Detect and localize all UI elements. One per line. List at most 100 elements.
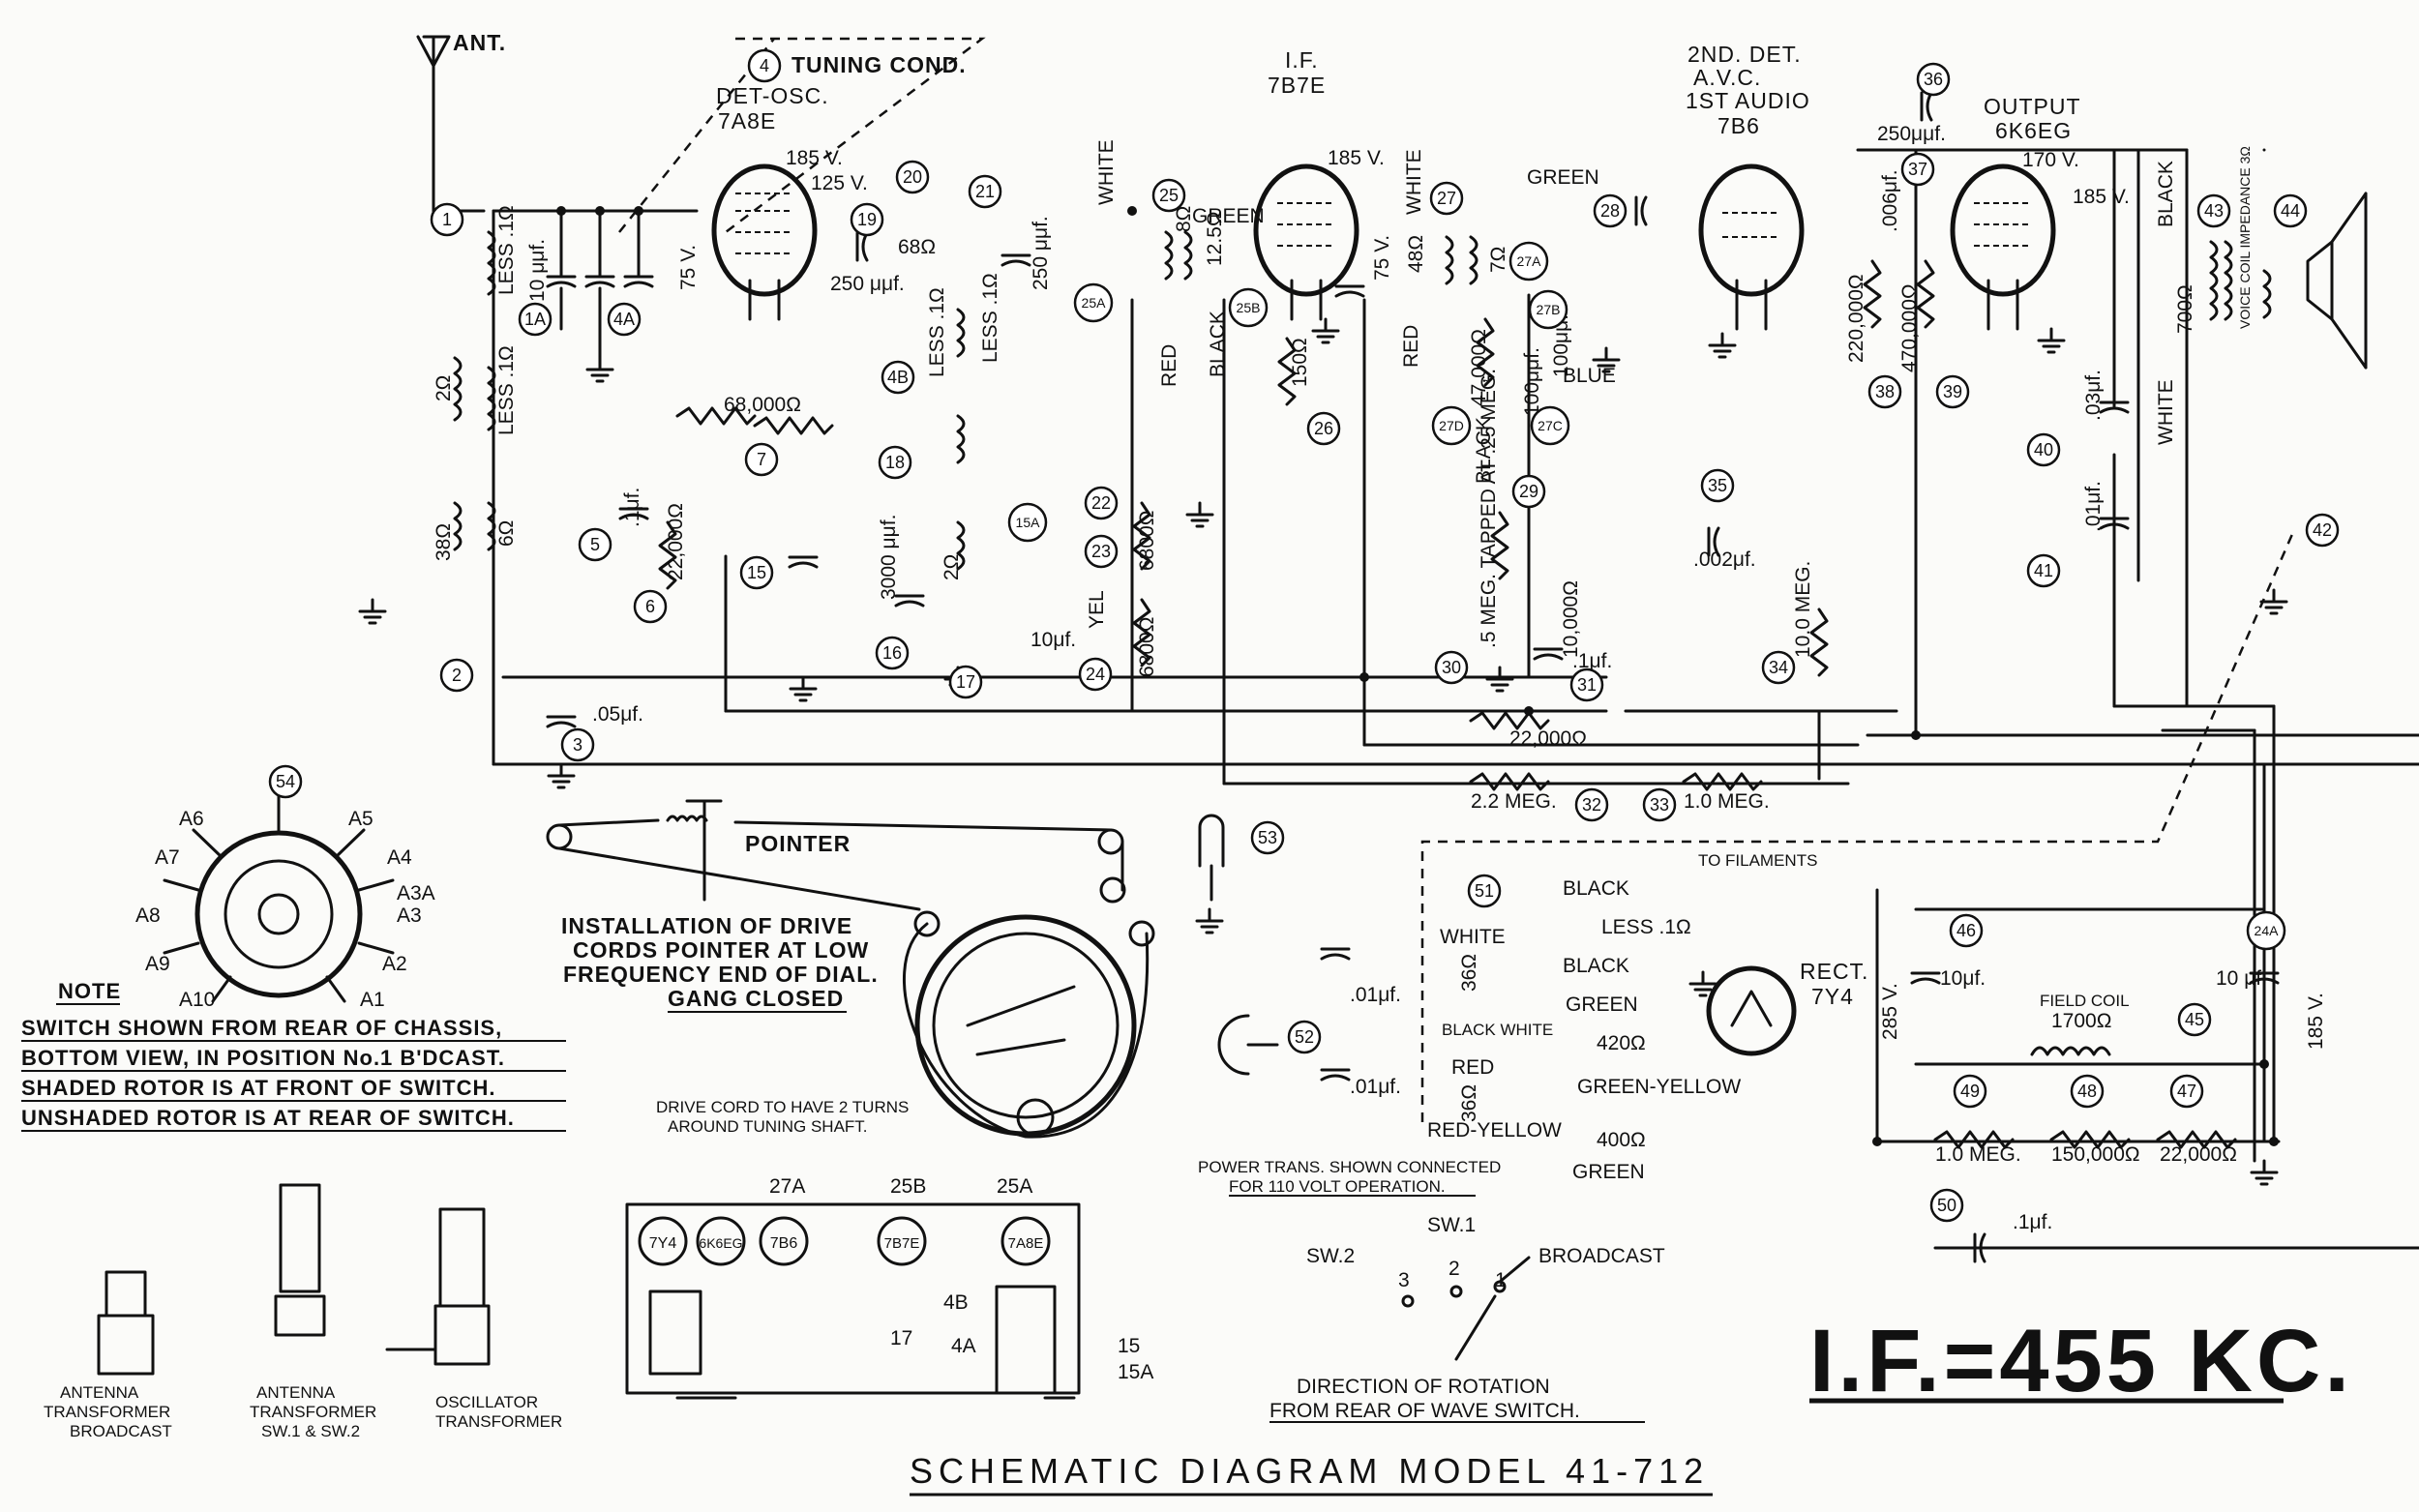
value-label: 68,000Ω [724, 394, 801, 416]
ref-marker: 52 [1287, 1020, 1322, 1054]
ref-number: 48 [2077, 1082, 2097, 1101]
ref-marker: 54 [268, 764, 303, 799]
ref-marker: 15A [1007, 502, 1048, 543]
ref-number: 21 [975, 182, 995, 201]
ref-number: 5 [590, 535, 600, 554]
ref-number: 4A [613, 310, 635, 329]
wire-color: GREEN [1527, 166, 1599, 189]
ref-marker: 16 [875, 636, 910, 670]
ref-number: 32 [1582, 795, 1601, 815]
note-line: BOTTOM VIEW, IN POSITION No.1 B'DCAST. [21, 1046, 505, 1070]
pw-value: 10μf. [1940, 967, 1986, 990]
voltage-label: 285 V. [1879, 983, 1901, 1040]
value-label: 48Ω [1405, 235, 1427, 273]
voltage-label: 185 V. [1328, 147, 1385, 169]
chassis-label: 15A [1118, 1361, 1153, 1383]
part-caption: TRANSFORMER [250, 1403, 376, 1421]
pw-value: .01μf. [1350, 1076, 1401, 1098]
ref-marker: 51 [1467, 874, 1502, 908]
value-label: 1.0 MEG. [1684, 790, 1770, 813]
pw-value: LESS .1Ω [1601, 916, 1691, 938]
value-label: 2Ω [941, 554, 963, 580]
part-caption: BROADCAST [70, 1422, 172, 1440]
switch-pos: A4 [387, 846, 412, 869]
cord-line: AROUND TUNING SHAFT. [668, 1117, 868, 1136]
install-line: FREQUENCY END OF DIAL. [563, 962, 879, 987]
voltage-label: 125 V. [811, 172, 868, 194]
tuning-capacitors [546, 209, 654, 383]
ref-number: 37 [1908, 160, 1927, 179]
ref-number: 43 [2204, 201, 2224, 221]
power-plug [1217, 1014, 1279, 1076]
diagram-title: SCHEMATIC DIAGRAM MODEL 41-712 [910, 1451, 1709, 1491]
install-line: CORDS POINTER AT LOW [573, 937, 869, 963]
install-line: GANG CLOSED [668, 986, 844, 1011]
ref-number: 40 [2034, 440, 2053, 460]
value-label: 47,000Ω [1468, 329, 1490, 406]
value-label: 22,000Ω [665, 503, 687, 580]
cord-line: DRIVE CORD TO HAVE 2 TURNS [656, 1098, 909, 1116]
ref-marker: 53 [1250, 820, 1285, 855]
ref-number: 51 [1475, 881, 1494, 901]
ws-label: BROADCAST [1538, 1245, 1665, 1267]
ref-number: 27A [1517, 253, 1542, 269]
ref-number: 54 [276, 772, 295, 791]
wire-color: BLACK [1207, 311, 1229, 377]
ws-caption: FROM REAR OF WAVE SWITCH. [1269, 1400, 1580, 1422]
wire-color-labels: WHITE GREEN RED BLACK WHITE RED GREEN BL… [1095, 139, 2177, 484]
ref-number: 49 [1960, 1082, 1980, 1101]
switch-pos: A10 [179, 989, 215, 1011]
switch-pos: A9 [145, 953, 170, 975]
tube-7a8e [711, 163, 818, 321]
ref-marker: 35 [1700, 468, 1735, 503]
ref-marker: 39 [1935, 374, 1970, 409]
value-label: 100μμf. [1521, 347, 1543, 416]
ref-number: 46 [1956, 921, 1976, 940]
switch-pos: A8 [135, 904, 161, 927]
power-section-labels: TO FILAMENTS WHITE BLACK BLACK GREEN BLA… [1198, 851, 2267, 1233]
chassis-tube-labels: 7Y4 6K6EG 7B6 7B7E 7A8E 27A 25B 25A 4B 1… [638, 1175, 1153, 1383]
ref-number: 2 [452, 666, 462, 685]
wire-color: WHITE [1403, 149, 1425, 215]
pw-value: 1.0 MEG. [1935, 1143, 2021, 1166]
pilot-lamp [1198, 814, 1225, 902]
ref-number: 17 [956, 672, 975, 692]
ref-number: 7 [757, 450, 766, 469]
ref-number: 27 [1437, 189, 1456, 208]
ref-marker: 26 [1306, 411, 1341, 446]
pointer-label: POINTER [745, 831, 851, 856]
voltage-label: 75 V. [1371, 235, 1393, 281]
value-label: 12.5Ω [1204, 211, 1226, 266]
value-label: LESS .1Ω [495, 345, 518, 435]
ref-marker: 6 [633, 589, 668, 624]
ref-number: 22 [1091, 493, 1111, 513]
ref-marker: 49 [1953, 1074, 1987, 1109]
ref-marker: 30 [1434, 650, 1469, 685]
ref-marker: 28 [1593, 193, 1628, 228]
ref-number: 25A [1082, 295, 1107, 311]
ws-pos: 3 [1398, 1269, 1410, 1291]
ref-marker: 4A [607, 302, 642, 337]
value-label: 6Ω [495, 520, 518, 547]
ref-marker: 50 [1929, 1188, 1964, 1223]
pw-value: 36Ω [1458, 954, 1480, 992]
ref-marker: 23 [1084, 534, 1119, 569]
tube-7y4 [1706, 965, 1797, 1056]
ref-number: 24A [2255, 923, 2280, 938]
ref-number: 50 [1937, 1196, 1956, 1215]
ref-number: 53 [1258, 828, 1277, 847]
ws-pos: 1 [1495, 1269, 1507, 1291]
value-label: 68Ω [898, 236, 936, 258]
part-caption: TRANSFORMER [435, 1412, 562, 1431]
ref-number: 47 [2177, 1082, 2196, 1101]
value-label: 8Ω [1173, 206, 1195, 232]
ref-marker: 40 [2026, 432, 2061, 467]
parts-captions: ANTENNA TRANSFORMER BROADCAST ANTENNA TR… [44, 1383, 562, 1440]
voltage-label: 185 V. [2305, 993, 2327, 1050]
value-label: 2.2 MEG. [1471, 790, 1557, 813]
ref-number: 24 [1086, 665, 1105, 684]
value-label: BLUE [1563, 365, 1616, 387]
ref-number: 18 [885, 453, 905, 472]
value-label: .5 MEG. TAPPED AT .25 MEG. [1478, 369, 1500, 648]
pw-value: 10 μf. [2216, 967, 2267, 990]
